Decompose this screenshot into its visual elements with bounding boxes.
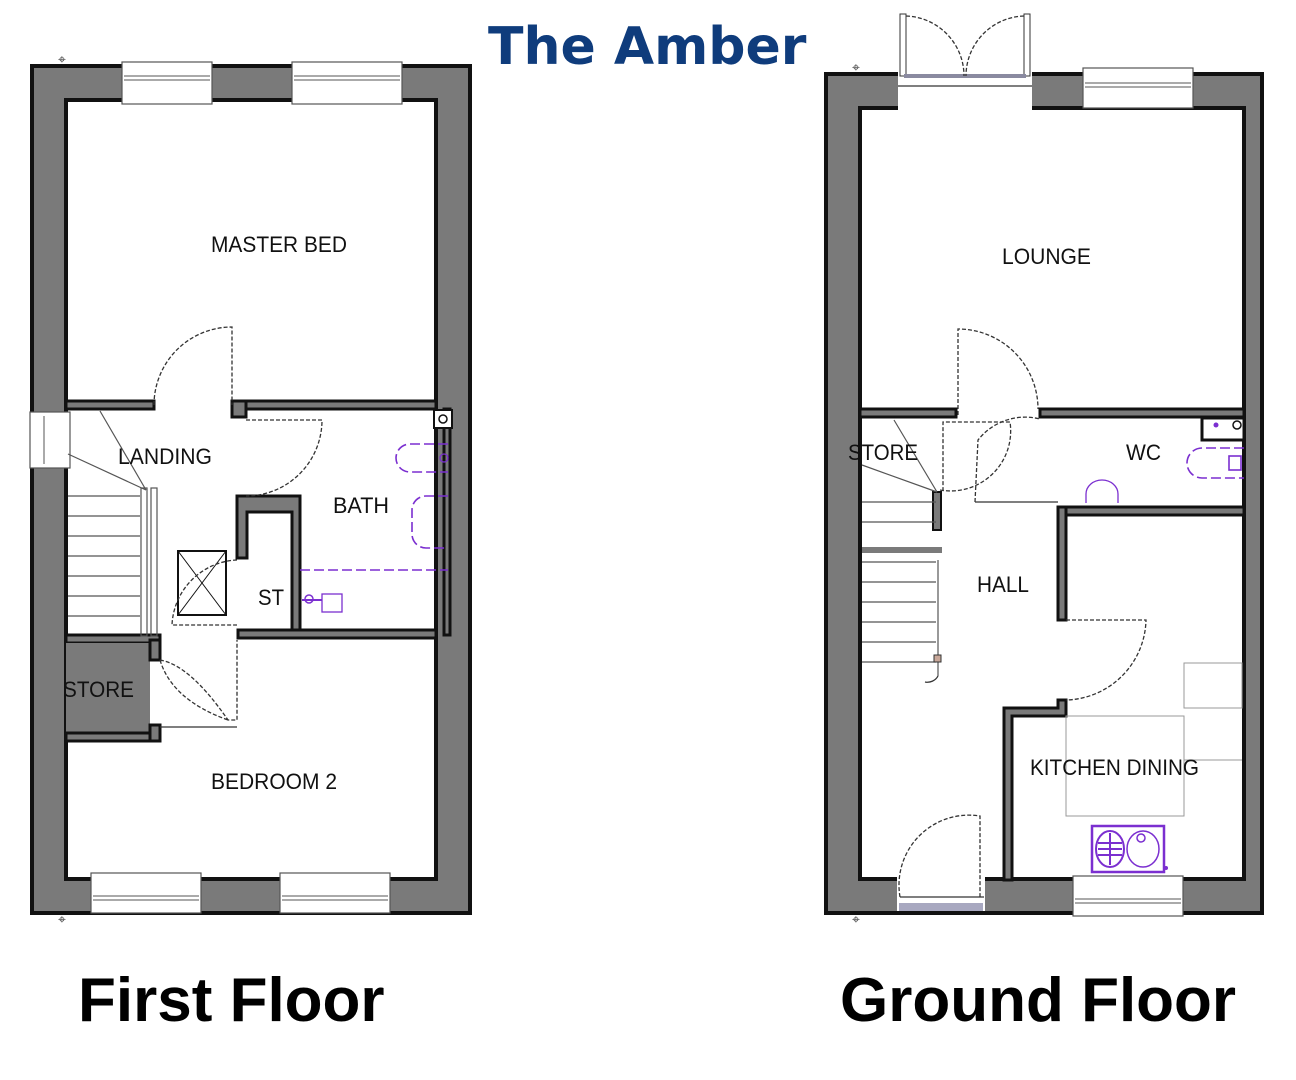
wall-lounge-store — [858, 407, 958, 419]
loft-hatch — [177, 550, 227, 616]
wall-bath-right-inner — [442, 407, 452, 637]
window-lounge — [1082, 67, 1194, 109]
door-st — [171, 559, 238, 626]
door-kitchen — [1065, 619, 1147, 701]
store-block — [66, 643, 150, 737]
plan-title: The Amber — [488, 17, 807, 77]
door-store — [939, 421, 1012, 492]
wc-fixtures — [1085, 420, 1244, 503]
kitchen-units — [1065, 662, 1243, 817]
first-floor-stairs — [67, 410, 158, 637]
first-floor-heading: First Floor — [78, 966, 385, 1035]
door-lounge — [957, 328, 1039, 415]
first-floor-plan: ⌖ ⌖ MASTER BED LANDING BATH ST STORE BED… — [29, 51, 472, 927]
door-bath — [245, 419, 323, 497]
window-top-right — [291, 61, 403, 105]
toilet-icon — [395, 443, 448, 473]
kitchen-sink-icon — [1090, 824, 1168, 874]
shower-valve-icon — [302, 593, 343, 613]
room-label-store: STORE — [63, 677, 134, 702]
room-label-lounge: LOUNGE — [1002, 244, 1091, 269]
room-label-hall: HALL — [977, 572, 1029, 597]
wc-basin-icon — [1186, 447, 1244, 479]
french-doors — [898, 13, 1032, 110]
room-label-st: ST — [258, 585, 284, 610]
door-wc — [974, 416, 1041, 503]
window-landing-side — [29, 411, 71, 469]
wall-master-bath — [230, 399, 438, 411]
ground-floor-outer-walls — [824, 72, 1264, 915]
wall-master-landing-left — [64, 399, 156, 411]
wall-st-cupboard — [235, 494, 302, 638]
room-label-master-bed: MASTER BED — [211, 232, 347, 257]
ground-floor-stairs — [861, 419, 942, 683]
wall-lounge-wc — [1038, 407, 1246, 419]
door-master-bed — [153, 326, 233, 406]
grid-marker-icon: ⌖ — [852, 911, 860, 927]
door-bedroom-2 — [159, 640, 238, 721]
window-bottom-right — [279, 872, 391, 914]
room-label-wc: WC — [1126, 440, 1161, 465]
window-kitchen — [1072, 875, 1184, 917]
ground-floor-heading: Ground Floor — [840, 966, 1237, 1035]
wall-bath-bedroom — [236, 628, 438, 640]
room-label-bath: BATH — [333, 493, 389, 518]
room-label-landing: LANDING — [118, 444, 212, 469]
room-label-store-ground: STORE — [848, 440, 918, 465]
wall-wc-kitchen — [1056, 505, 1246, 517]
room-label-bedroom-2: BEDROOM 2 — [211, 769, 337, 794]
room-label-kitchen-dining: KITCHEN DINING — [1030, 755, 1199, 780]
wall-hall-kitchen — [1002, 505, 1068, 882]
wc-toilet-icon — [1085, 479, 1119, 503]
window-top-left — [121, 61, 213, 105]
basin-icon — [411, 495, 448, 549]
grid-marker-icon: ⌖ — [852, 59, 860, 75]
window-bottom-left — [90, 872, 202, 914]
grid-marker-icon: ⌖ — [58, 911, 66, 927]
ground-floor-plan: ⌖ ⌖ LOUNGE STORE WC HALL KITCHEN DINING — [824, 13, 1264, 927]
front-door — [897, 814, 985, 911]
bath-fixtures — [300, 409, 453, 613]
grid-marker-icon: ⌖ — [58, 51, 66, 67]
